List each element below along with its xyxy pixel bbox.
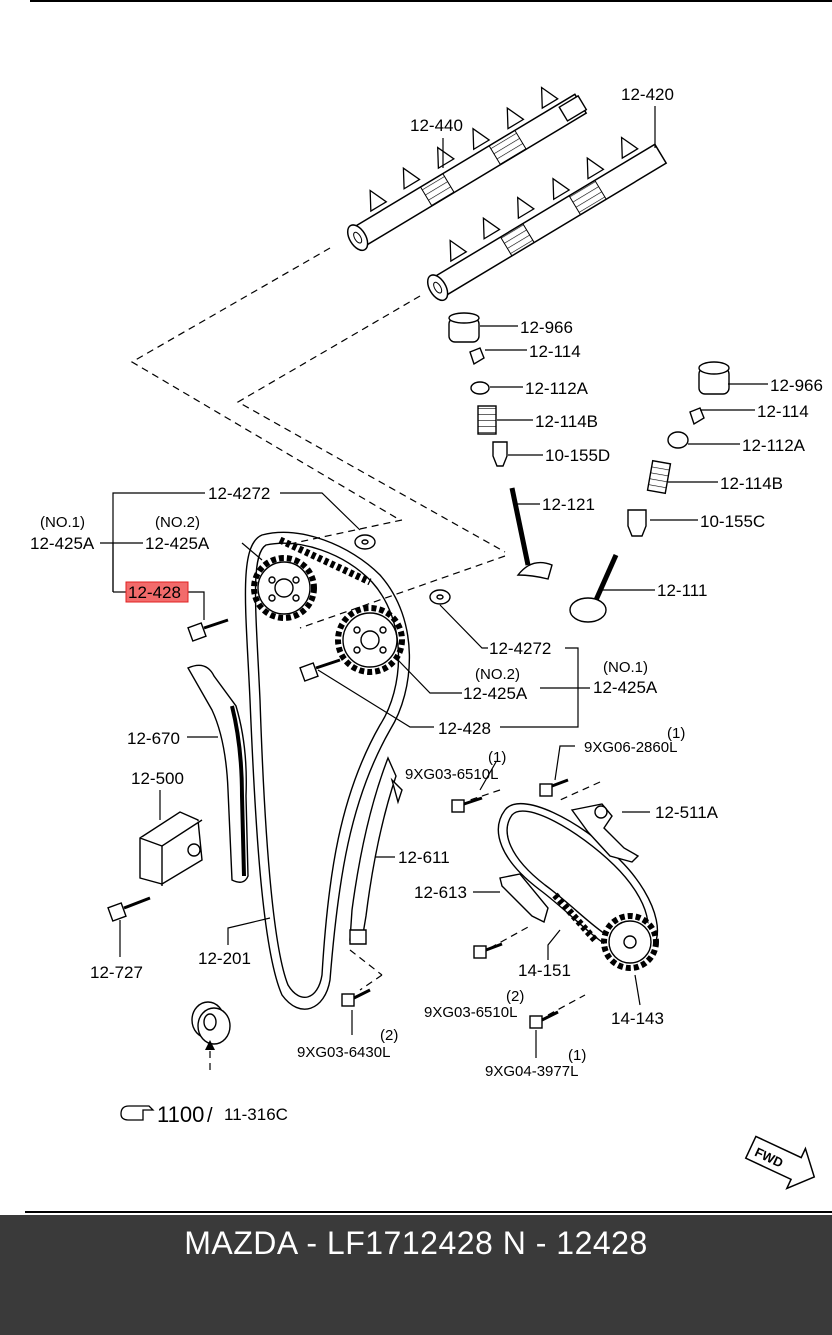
ref-11-316C: 11-316C — [224, 1105, 288, 1124]
label-12-425A-b: 12-425A — [145, 534, 210, 553]
label-qty-1-a: (1) — [488, 749, 506, 766]
label-12-425A-c: 12-425A — [463, 684, 528, 703]
label-12-500: 12-500 — [131, 769, 184, 788]
ref-1100: 1100 — [157, 1102, 204, 1127]
sprocket-exhaust — [335, 605, 405, 675]
label-no1-b: (NO.1) — [603, 659, 648, 676]
label-12-4272-a: 12-4272 — [208, 484, 270, 503]
label-12-425A-a: 12-425A — [30, 534, 95, 553]
oil-pump-sprocket-14-143 — [601, 913, 659, 971]
part-number-caption: MAZDA - LF1712428 N - 12428 — [184, 1225, 648, 1261]
label-12-111: 12-111 — [657, 581, 707, 600]
label-12-613: 12-613 — [414, 883, 467, 902]
timing-chain — [244, 531, 411, 1010]
tensioner-12-500 — [139, 811, 203, 886]
label-12-428: 12-428 — [438, 719, 491, 738]
label-12-966-a: 12-966 — [520, 318, 573, 337]
highlight-12-428 — [125, 581, 189, 603]
label-12-727: 12-727 — [90, 963, 143, 982]
bolt-12-727 — [107, 896, 151, 922]
bolts-sprocket — [187, 618, 341, 682]
label-12-966-b: 12-966 — [770, 376, 823, 395]
label-10-155D: 10-155D — [545, 446, 610, 465]
footer-bar: MAZDA - LF1712428 N - 12428 — [0, 1215, 832, 1335]
label-10-155C: 10-155C — [700, 512, 765, 531]
fwd-arrow-icon: FWD — [744, 1135, 816, 1190]
label-12-114-a: 12-114 — [529, 342, 581, 361]
label-12-112A-b: 12-112A — [742, 436, 806, 455]
label-12-114-b: 12-114 — [757, 402, 809, 421]
label-9XG03-6510L-b: 9XG03-6510L — [424, 1004, 517, 1021]
label-12-440: 12-440 — [410, 116, 463, 135]
label-9XG03-6430L: 9XG03-6430L — [297, 1044, 390, 1061]
label-qty-2-b: (2) — [380, 1027, 398, 1044]
label-qty-1-c: (1) — [568, 1047, 586, 1064]
label-9XG04-3977L: 9XG04-3977L — [485, 1063, 578, 1080]
reference-dashes — [130, 247, 601, 1070]
label-12-511A: 12-511A — [655, 803, 719, 822]
label-12-114B-a: 12-114B — [535, 412, 598, 431]
label-14-143: 14-143 — [611, 1009, 664, 1028]
label-12-121: 12-121 — [542, 495, 595, 514]
parts-diagram: FWD 12-440 12-420 12-966 12-114 12-112A … — [25, 0, 832, 1213]
label-no2-a: (NO.2) — [155, 514, 200, 531]
label-9XG06-2860L: 9XG06-2860L — [584, 739, 677, 756]
sprocket-intake — [251, 555, 317, 621]
label-12-428-highlighted: 12-428 — [128, 583, 181, 602]
small-bolts — [341, 778, 569, 1029]
label-12-611: 12-611 — [398, 848, 450, 867]
label-14-151: 14-151 — [518, 961, 571, 980]
crank-sprocket — [191, 1001, 231, 1045]
label-12-4272-b: 12-4272 — [489, 639, 551, 658]
exhaust-camshaft — [426, 136, 668, 302]
label-qty-2-a: (2) — [506, 988, 524, 1005]
label-12-670: 12-670 — [127, 729, 180, 748]
intake-camshaft — [346, 86, 588, 252]
label-12-425A-d: 12-425A — [593, 678, 658, 697]
label-qty-1-b: (1) — [667, 725, 685, 742]
valve-train-intake — [448, 312, 553, 580]
tensioner-arm-12-511A — [570, 803, 640, 863]
arrow-up — [205, 1040, 215, 1050]
washer-upper — [354, 534, 451, 605]
hand-pointer-icon — [120, 1105, 155, 1121]
chain-guide-12-670 — [187, 664, 249, 883]
valve-train-exhaust — [569, 361, 730, 623]
label-12-420: 12-420 — [621, 85, 674, 104]
label-12-114B-b: 12-114B — [720, 474, 783, 493]
label-12-112A-a: 12-112A — [525, 379, 589, 398]
label-12-201: 12-201 — [198, 949, 251, 968]
label-no2-b: (NO.2) — [475, 666, 520, 683]
chain-guide-12-611 — [349, 756, 403, 945]
label-no1-a: (NO.1) — [40, 514, 85, 531]
guide-12-613 — [499, 873, 549, 924]
ref-slash: / — [207, 1105, 213, 1127]
label-9XG03-6510L-a: 9XG03-6510L — [405, 766, 498, 783]
